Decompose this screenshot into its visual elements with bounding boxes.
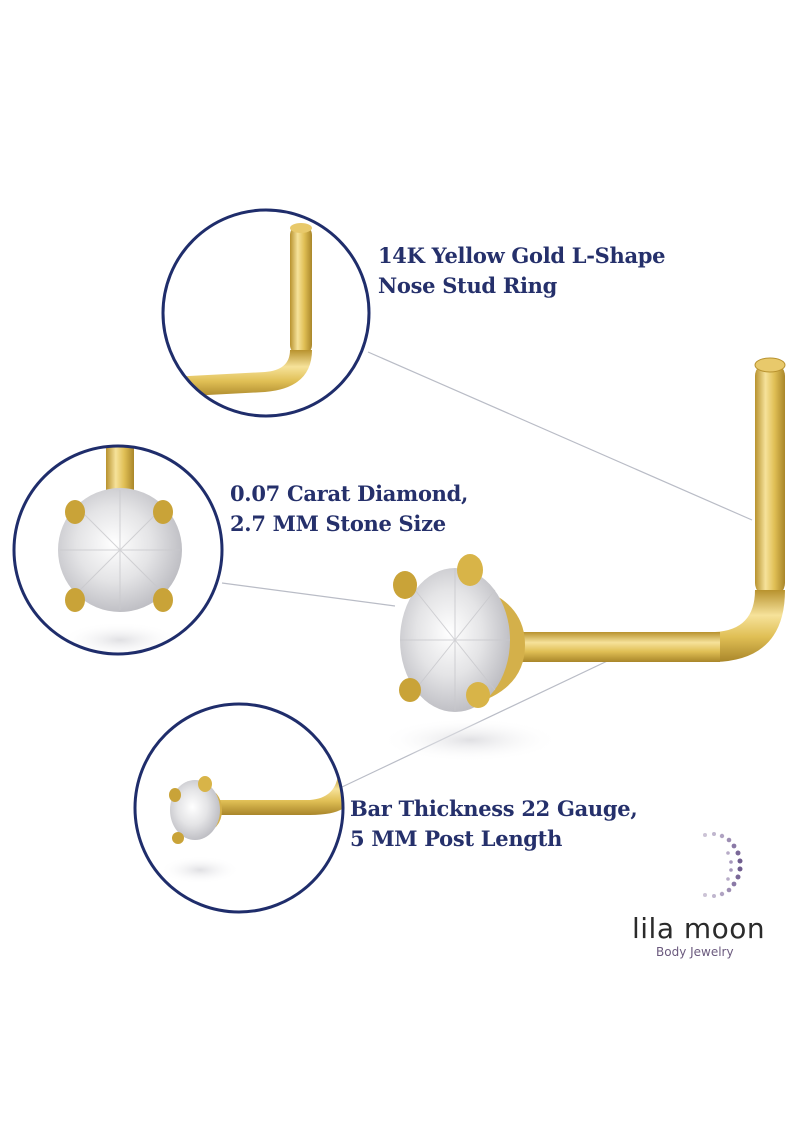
callout-material-line1: 14K Yellow Gold L-Shape (378, 243, 666, 268)
callout-stone-line2: 2.7 MM Stone Size (230, 511, 446, 536)
detail-circle-bar (133, 702, 345, 914)
callout-size-line1: Bar Thickness 22 Gauge, (350, 796, 638, 821)
callout-material: 14K Yellow Gold L-Shape Nose Stud Ring (378, 241, 666, 301)
brand-logo-tagline: Body Jewelry (656, 945, 734, 959)
detail-circle-bend (161, 208, 371, 418)
callout-material-line2: Nose Stud Ring (378, 273, 558, 298)
callout-size-line2: 5 MM Post Length (350, 826, 563, 851)
callout-stone-line1: 0.07 Carat Diamond, (230, 481, 469, 506)
callout-stone: 0.07 Carat Diamond, 2.7 MM Stone Size (230, 479, 468, 539)
crescent-dotted-moon-icon (703, 832, 743, 898)
callout-size: Bar Thickness 22 Gauge, 5 MM Post Length (350, 794, 638, 854)
brand-logo-name: lila moon (632, 912, 766, 945)
detail-circle-diamond (12, 444, 224, 656)
main-nose-stud (380, 357, 786, 762)
